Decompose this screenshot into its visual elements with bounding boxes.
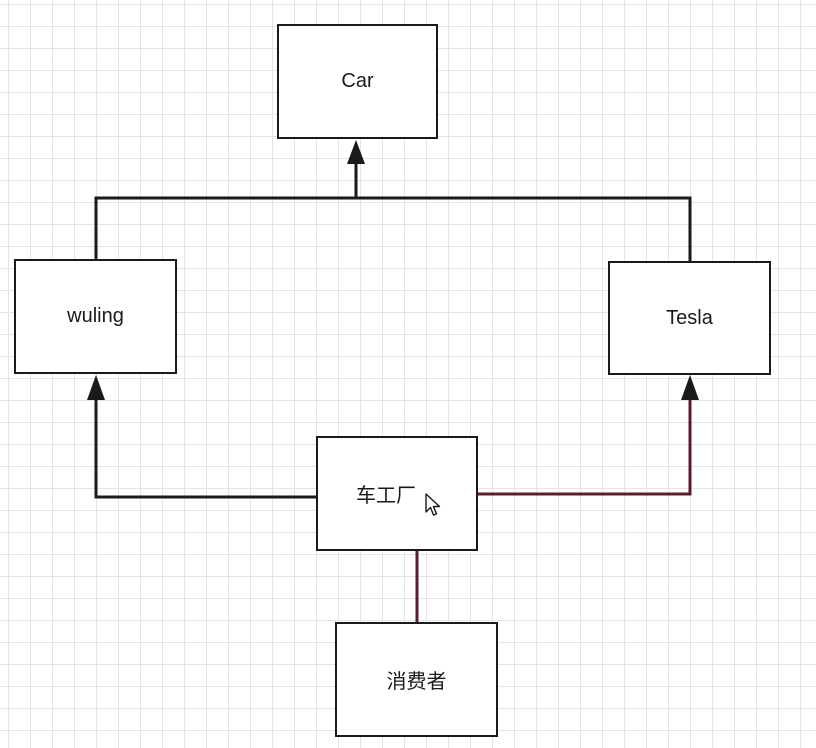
node-consumer[interactable]: 消费者 [335, 622, 498, 737]
node-factory[interactable]: 车工厂 [316, 436, 478, 551]
node-wuling[interactable]: wuling [14, 259, 177, 374]
mouse-pointer-icon [425, 493, 441, 516]
edge-factory-wuling [94, 398, 317, 499]
node-factory-label: 车工厂 [356, 485, 416, 507]
node-car[interactable]: Car [277, 24, 438, 139]
arrowhead-wuling [87, 375, 105, 400]
node-tesla[interactable]: Tesla [608, 261, 771, 375]
node-car-label: Car [341, 70, 374, 92]
edge-wuling-car [94, 196, 356, 260]
node-consumer-label: 消费者 [386, 671, 447, 693]
node-wuling-label: wuling [67, 305, 124, 327]
arrowhead-tesla [681, 375, 699, 400]
edge-tesla-car [356, 196, 692, 262]
node-tesla-label: Tesla [666, 306, 713, 329]
arrowhead-car [347, 140, 365, 164]
edge-factory-tesla [477, 398, 692, 496]
